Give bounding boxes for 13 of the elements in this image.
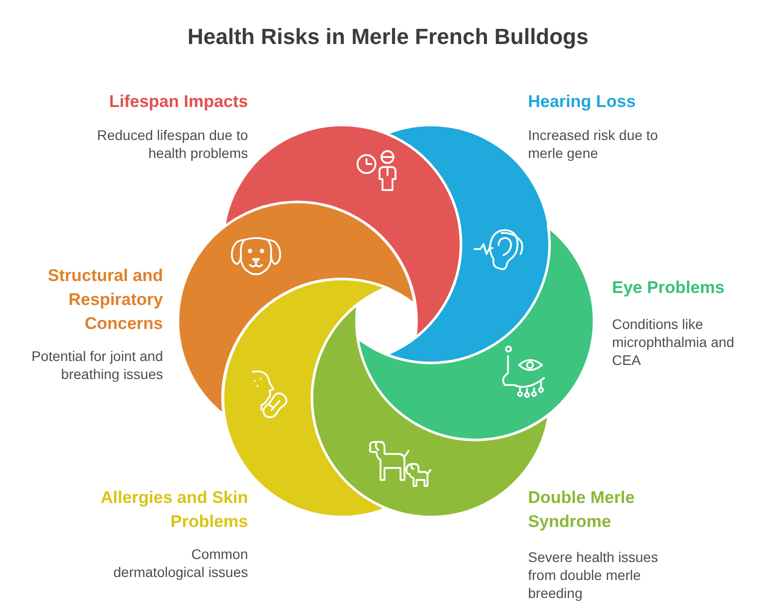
segment-description: Potential for joint and breathing issues <box>30 347 163 383</box>
segment-description: Conditions like microphthalmia and CEA <box>612 315 736 369</box>
segment-description: Reduced lifespan due to health problems <box>96 126 248 162</box>
segment-description: Common dermatological issues <box>112 544 248 581</box>
segment-heading: Allergies and Skin Problems <box>100 486 248 533</box>
diagram-title: Health Risks in Merle French Bulldogs <box>188 23 588 51</box>
segment-heading: Double Merle Syndrome <box>528 486 636 533</box>
segment-description: Increased risk due to merle gene <box>528 126 659 162</box>
segment-heading: Lifespan Impacts <box>108 91 248 113</box>
segment-heading: Hearing Loss <box>528 91 637 113</box>
segment-description: Severe health issues from double merle breeding <box>528 548 659 602</box>
segment-heading: Structural and Respiratory Concerns <box>46 265 163 335</box>
segment-heading: Eye Problems <box>612 277 726 299</box>
